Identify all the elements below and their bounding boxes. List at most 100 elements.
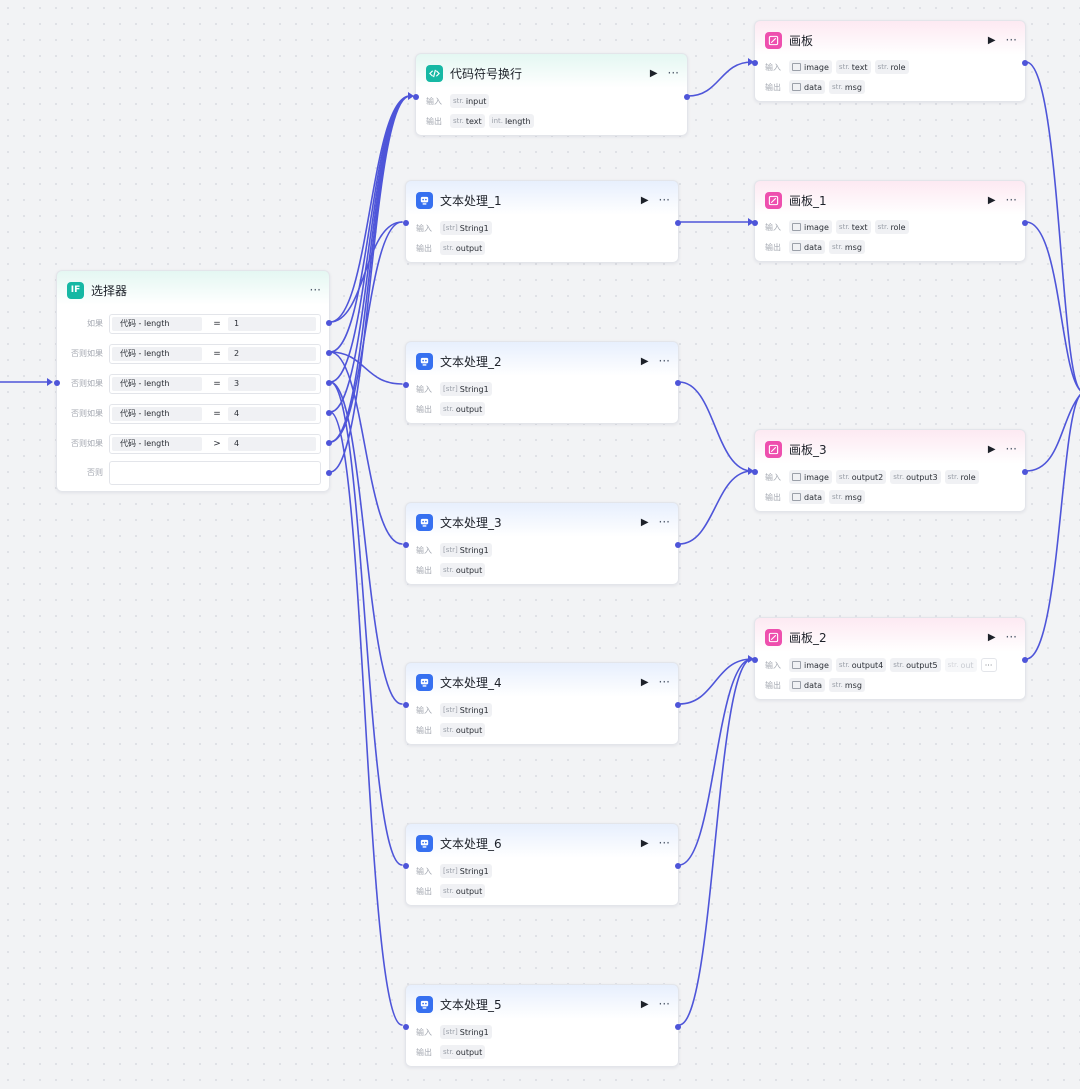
run-button[interactable]: ▶: [640, 194, 649, 206]
text-process-node[interactable]: 文本处理_4 ▶ ··· 输入 [str]String1 输出 str.outp…: [403, 662, 681, 745]
output-port[interactable]: [1022, 657, 1028, 663]
image-icon: [792, 223, 801, 231]
condition-row[interactable]: 否则如果 代码 - length = 3: [57, 374, 321, 394]
run-button[interactable]: ▶: [649, 67, 658, 79]
condition-operator[interactable]: =: [213, 349, 221, 359]
param-pill: str.output: [440, 1045, 486, 1059]
text-process-node[interactable]: 文本处理_2 ▶ ··· 输入 [str]String1 输出 str.outp…: [403, 341, 681, 424]
output-row: 输出 str.output: [416, 722, 670, 738]
more-options-button[interactable]: ···: [658, 354, 670, 368]
input-row: 输入 [str]String1: [416, 863, 670, 879]
more-options-button[interactable]: ···: [658, 997, 670, 1011]
condition-variable[interactable]: 代码 - length: [112, 317, 202, 331]
output-port[interactable]: [684, 94, 690, 100]
more-options-button[interactable]: ···: [667, 66, 679, 80]
run-button[interactable]: ▶: [640, 355, 649, 367]
output-port[interactable]: [675, 220, 681, 226]
input-port[interactable]: [403, 702, 409, 708]
run-button[interactable]: ▶: [987, 443, 996, 455]
more-options-button[interactable]: ···: [658, 515, 670, 529]
text-process-node[interactable]: 文本处理_6 ▶ ··· 输入 [str]String1 输出 str.outp…: [403, 823, 681, 906]
input-row: 输入 image str.output4 str.output5 str.out…: [765, 657, 1017, 673]
else-row[interactable]: 否则: [57, 461, 321, 485]
code-node[interactable]: 代码符号换行 ▶ ··· 输入 str.input 输出 str.text in…: [413, 53, 690, 136]
input-port[interactable]: [403, 220, 409, 226]
condition-row[interactable]: 否则如果 代码 - length = 2: [57, 344, 321, 364]
run-button[interactable]: ▶: [640, 998, 649, 1010]
input-port[interactable]: [403, 542, 409, 548]
board-node[interactable]: 画板 ▶ ··· 输入 image str.text str.role 输出 d…: [752, 20, 1028, 102]
condition-variable[interactable]: 代码 - length: [112, 407, 202, 421]
condition-variable[interactable]: 代码 - length: [112, 437, 202, 451]
more-options-button[interactable]: ···: [1005, 33, 1017, 47]
input-port[interactable]: [752, 220, 758, 226]
condition-value[interactable]: 4: [228, 437, 316, 451]
condition-operator[interactable]: =: [213, 319, 221, 329]
condition-row[interactable]: 如果 代码 - length = 1: [57, 314, 321, 334]
condition-operator[interactable]: =: [213, 409, 221, 419]
input-port[interactable]: [54, 380, 60, 386]
run-button[interactable]: ▶: [987, 194, 996, 206]
output-port[interactable]: [1022, 469, 1028, 475]
condition-value[interactable]: 3: [228, 377, 316, 391]
param-pill: [str]String1: [440, 543, 492, 557]
more-options-button[interactable]: ···: [1005, 193, 1017, 207]
output-port[interactable]: [675, 702, 681, 708]
node-title: 画板_3: [789, 442, 827, 457]
output-port[interactable]: [675, 380, 681, 386]
more-options-button[interactable]: ···: [658, 836, 670, 850]
output-port[interactable]: [326, 470, 332, 476]
board-node[interactable]: 画板_3 ▶ ··· 输入 image str.output2 str.outp…: [752, 429, 1028, 512]
output-port[interactable]: [326, 380, 332, 386]
input-port[interactable]: [403, 382, 409, 388]
more-options-button[interactable]: ···: [658, 675, 670, 689]
output-port[interactable]: [675, 542, 681, 548]
condition-operator[interactable]: >: [213, 439, 221, 449]
more-params-button[interactable]: ···: [980, 658, 997, 672]
input-port[interactable]: [752, 657, 758, 663]
condition-variable[interactable]: 代码 - length: [112, 377, 202, 391]
image-icon: [792, 63, 801, 71]
run-button[interactable]: ▶: [987, 631, 996, 643]
condition-row[interactable]: 否则如果 代码 - length = 4: [57, 404, 321, 424]
board-node[interactable]: 画板_1 ▶ ··· 输入 image str.text str.role 输出…: [752, 180, 1028, 262]
condition-row[interactable]: 否则如果 代码 - length > 4: [57, 434, 321, 454]
input-port[interactable]: [752, 60, 758, 66]
input-port[interactable]: [413, 94, 419, 100]
run-button[interactable]: ▶: [640, 676, 649, 688]
param-pill: [str]String1: [440, 703, 492, 717]
output-port[interactable]: [326, 410, 332, 416]
run-button[interactable]: ▶: [640, 516, 649, 528]
output-port[interactable]: [326, 440, 332, 446]
condition-variable[interactable]: 代码 - length: [112, 347, 202, 361]
output-port[interactable]: [675, 1024, 681, 1030]
board-node[interactable]: 画板_2 ▶ ··· 输入 image str.output4 str.outp…: [752, 617, 1028, 700]
text-process-icon: [416, 673, 433, 691]
output-port[interactable]: [1022, 220, 1028, 226]
param-pill: [str]String1: [440, 864, 492, 878]
run-button[interactable]: ▶: [640, 837, 649, 849]
more-options-button[interactable]: ···: [1005, 442, 1017, 456]
output-port[interactable]: [675, 863, 681, 869]
input-port[interactable]: [403, 863, 409, 869]
condition-operator[interactable]: =: [213, 379, 221, 389]
text-process-icon: [416, 191, 433, 209]
condition-value[interactable]: 4: [228, 407, 316, 421]
condition-value[interactable]: 1: [228, 317, 316, 331]
input-port[interactable]: [403, 1024, 409, 1030]
more-options-button[interactable]: ···: [1005, 630, 1017, 644]
text-process-node[interactable]: 文本处理_3 ▶ ··· 输入 [str]String1 输出 str.outp…: [403, 502, 681, 585]
text-process-node[interactable]: 文本处理_1 ▶ ··· 输入 [str]String1 输出 str.outp…: [403, 180, 681, 263]
run-button[interactable]: ▶: [987, 34, 996, 46]
param-pill: str.output: [440, 884, 486, 898]
input-port[interactable]: [752, 469, 758, 475]
condition-value[interactable]: 2: [228, 347, 316, 361]
output-port[interactable]: [1022, 60, 1028, 66]
more-options-button[interactable]: ···: [658, 193, 670, 207]
selector-node[interactable]: IF 选择器 ··· 如果 代码 - length = 1 否则如果 代码 - …: [54, 270, 332, 492]
text-process-node[interactable]: 文本处理_5 ▶ ··· 输入 [str]String1 输出 str.outp…: [403, 984, 681, 1067]
output-port[interactable]: [326, 320, 332, 326]
param-pill: str.output5: [890, 658, 941, 672]
output-port[interactable]: [326, 350, 332, 356]
more-options-button[interactable]: ···: [309, 283, 321, 297]
